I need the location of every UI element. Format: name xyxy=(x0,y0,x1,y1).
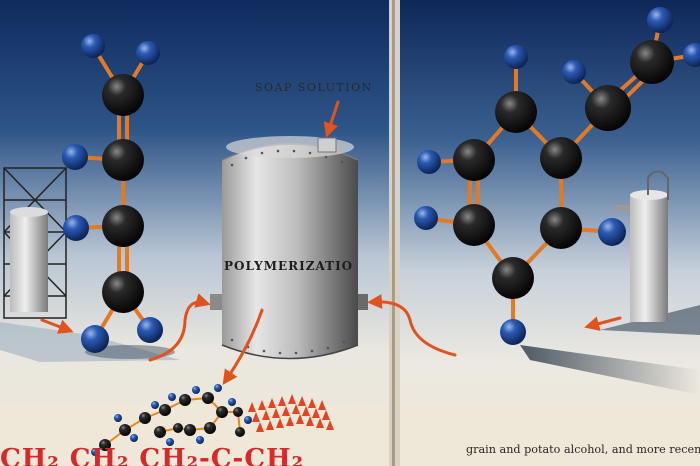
hydrogen-atom xyxy=(683,43,700,67)
polymer-lattice xyxy=(248,394,334,432)
arrow-factory-right xyxy=(584,316,622,331)
hydrogen-atom xyxy=(647,7,673,33)
arrow-soap-in xyxy=(323,100,340,138)
carbon-atom xyxy=(492,257,534,299)
arrow-right-in xyxy=(367,293,457,357)
arrow-out xyxy=(222,308,264,385)
hydrogen-atom xyxy=(81,34,105,58)
polymer-chain xyxy=(91,384,252,456)
hydrogen-atom xyxy=(63,215,89,241)
hydrogen-atom xyxy=(81,325,109,353)
hydrogen-atom xyxy=(417,150,441,174)
molecule-shadow-right xyxy=(520,345,700,395)
hydrogen-atom xyxy=(136,41,160,65)
gutter-line xyxy=(392,0,395,466)
soap-solution-label: SOAP SOLUTION xyxy=(255,81,373,94)
arrow-left-in xyxy=(148,293,211,362)
carbon-atom xyxy=(495,91,537,133)
factory-right xyxy=(615,170,669,322)
carbon-atom xyxy=(102,139,144,181)
polymerization-label: POLYMERIZATIO xyxy=(224,259,354,273)
hydrogen-atom xyxy=(504,45,528,69)
arrow-factory-left xyxy=(40,318,74,334)
hydrogen-atom xyxy=(62,144,88,170)
process-arrows xyxy=(40,100,622,385)
body-text-line: grain and potato alcohol, and more recen… xyxy=(466,443,700,456)
hydrogen-atom xyxy=(500,319,526,345)
carbon-atom xyxy=(102,271,144,313)
hydrogen-atom xyxy=(598,218,626,246)
carbon-atom xyxy=(630,40,674,84)
carbon-atom xyxy=(585,85,631,131)
hydrogen-atom xyxy=(137,317,163,343)
carbon-atom xyxy=(540,207,582,249)
hydrogen-atom xyxy=(562,60,586,84)
molecule-shadow-left xyxy=(85,345,175,359)
polymerization-tank xyxy=(210,136,368,360)
factory-silo-top xyxy=(10,207,48,217)
carbon-atom xyxy=(453,139,495,181)
hydrogen-atom xyxy=(414,206,438,230)
factory-silo-left xyxy=(10,212,48,312)
carbon-atom xyxy=(540,137,582,179)
carbon-atom xyxy=(453,204,495,246)
carbon-atom xyxy=(102,205,144,247)
carbon-atom xyxy=(102,74,144,116)
chemical-formula: CH₂ CH₂ CH₂-C-CH₂ xyxy=(0,444,304,466)
